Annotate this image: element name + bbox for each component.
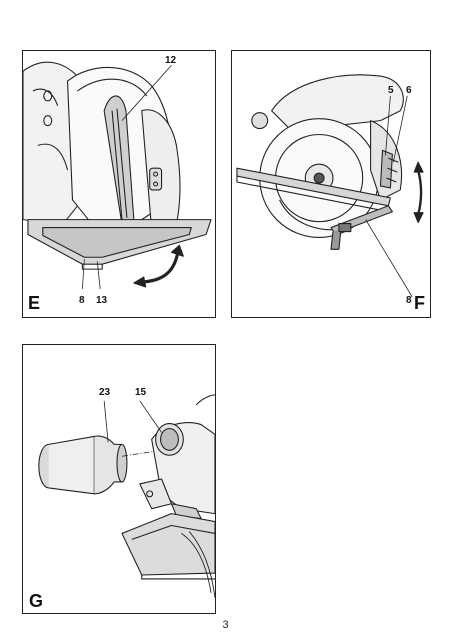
callout-8: 8 [406, 295, 412, 306]
figure-f-panel: 5 6 8 F [231, 50, 431, 318]
callout-5: 5 [388, 85, 394, 96]
figure-e-illustration [23, 61, 212, 289]
callout-13: 13 [96, 295, 108, 306]
page-number: 3 [222, 619, 229, 631]
figure-letter-e: E [28, 293, 41, 313]
figure-g-illustration [38, 394, 215, 598]
figure-letter-g: G [29, 591, 44, 611]
callout-23: 23 [99, 387, 111, 398]
figure-e-panel: 12 8 13 E [22, 50, 216, 318]
callout-15: 15 [135, 387, 147, 398]
callout-12: 12 [165, 55, 177, 66]
figure-letter-f: F [414, 293, 425, 313]
callout-8: 8 [79, 295, 85, 306]
callout-6: 6 [406, 85, 412, 96]
figure-f-illustration [236, 74, 424, 298]
figure-g-panel: 23 15 G [22, 344, 216, 614]
